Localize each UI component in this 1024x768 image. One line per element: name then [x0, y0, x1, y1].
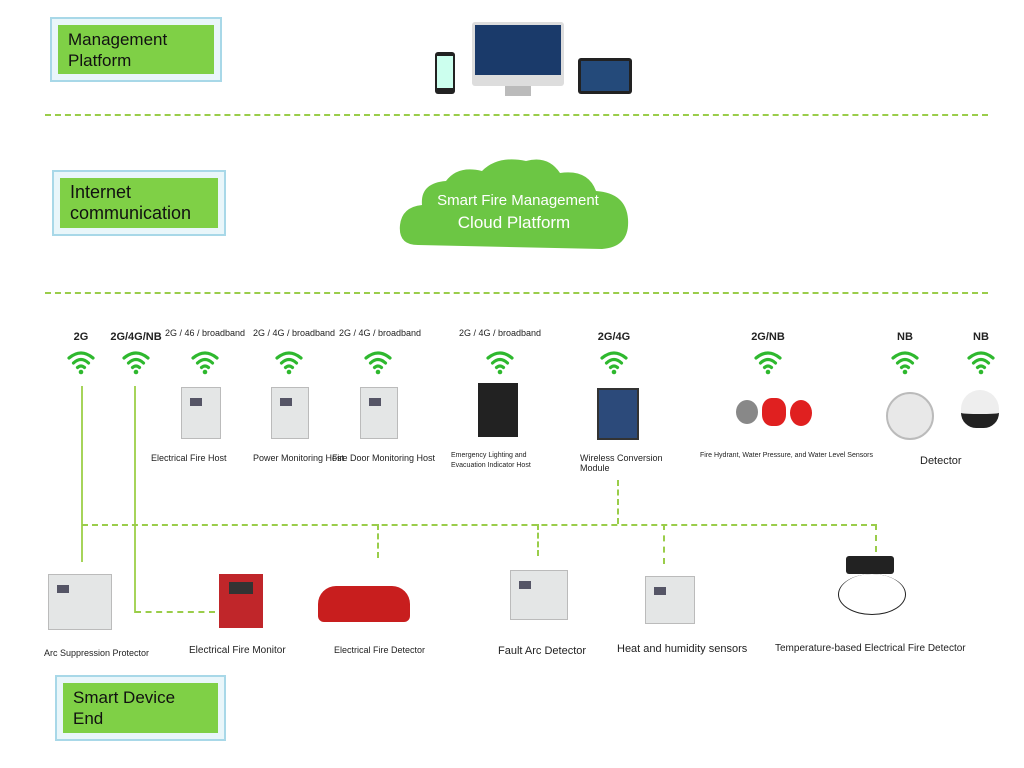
wifi-icon [274, 349, 304, 380]
electrical-fire-monitor-image [219, 574, 263, 628]
device-label: Electrical Fire Detector [334, 645, 426, 655]
tablet-image [578, 58, 632, 94]
pressure-sensor-image [762, 398, 786, 426]
network-label: 2G / 46 / broadband [164, 328, 246, 338]
network-label: 2G [73, 331, 89, 343]
tier-label: Smart Device End [63, 683, 218, 733]
wifi-icon [890, 349, 920, 380]
arc-suppression-protector-image [48, 574, 112, 630]
network-label: NB [897, 331, 913, 343]
bus-line [82, 524, 877, 526]
wifi-icon [363, 349, 393, 380]
tier-label: Internet communication [60, 178, 218, 228]
dome-detector-image [961, 390, 999, 428]
emergency-lighting-host-image [478, 383, 518, 437]
device-label: Electrical Fire Monitor [189, 645, 286, 656]
wifi-icon [190, 349, 220, 380]
heat-humidity-sensor-image [645, 576, 695, 624]
network-label: 2G / 4G / broadband [458, 328, 542, 338]
network-label: 2G/NB [751, 331, 785, 343]
connection-line [81, 386, 83, 562]
device-label: Arc Suppression Protector [44, 648, 150, 658]
network-label: 2G / 4G / broadband [338, 328, 422, 338]
electrical-fire-host-image [181, 387, 221, 439]
electrical-fire-detector-image [318, 586, 410, 622]
hydrant-sensor-image [736, 400, 758, 424]
monitor-image [472, 22, 564, 86]
cloud-title-line1: Smart Fire Management [437, 192, 599, 209]
wireless-module-image [597, 388, 639, 440]
connection-line [377, 524, 379, 558]
wifi-icon [753, 349, 783, 380]
device-label: Electrical Fire Host [151, 453, 227, 463]
tier-smart-device-end: Smart Device End [55, 675, 226, 741]
wifi-icon [599, 349, 629, 380]
connection-line [617, 480, 619, 524]
device-label: Fire Hydrant, Water Pressure, and Water … [700, 452, 873, 459]
power-monitoring-host-image [271, 387, 309, 439]
cloud-title-line2: Cloud Platform [457, 213, 571, 232]
device-label: Detector [920, 455, 962, 467]
device-label: Power Monitoring Host [253, 453, 345, 463]
wifi-icon [485, 349, 515, 380]
level-sensor-image [790, 400, 812, 426]
tier-label: Management Platform [58, 25, 214, 74]
connection-line [875, 524, 877, 552]
connection-line [134, 386, 136, 613]
monitor-stand [505, 86, 531, 96]
device-label: Fire Door Monitoring Host [332, 453, 436, 463]
phone-image [435, 52, 455, 94]
divider-line [45, 292, 988, 294]
wifi-icon [66, 349, 96, 380]
tier-management-platform: Management Platform [50, 17, 222, 82]
network-label: 2G/4G/NB [110, 331, 162, 343]
cloud-icon [399, 159, 629, 249]
device-label: Temperature-based Electrical Fire Detect… [775, 643, 966, 654]
fire-door-monitoring-host-image [360, 387, 398, 439]
device-label: Wireless Conversion Module [580, 453, 663, 473]
network-label: 2G/4G [597, 331, 631, 343]
network-label: NB [973, 331, 989, 343]
divider-line [45, 114, 988, 116]
smoke-detector-image [886, 392, 934, 440]
network-label: 2G / 4G / broadband [252, 328, 336, 338]
device-label: Fault Arc Detector [498, 645, 587, 657]
fault-arc-detector-image [510, 570, 568, 620]
device-label: Heat and humidity sensors [617, 643, 748, 655]
connection-line [135, 611, 215, 613]
device-label: Emergency Lighting and Evacuation Indica… [451, 452, 531, 469]
temperature-detector-image [846, 556, 894, 574]
wifi-icon [121, 349, 151, 380]
tier-internet-communication: Internet communication [52, 170, 226, 236]
connection-line [537, 524, 539, 556]
wifi-icon [966, 349, 996, 380]
temperature-detector-wires [838, 574, 906, 615]
connection-line [663, 524, 665, 564]
